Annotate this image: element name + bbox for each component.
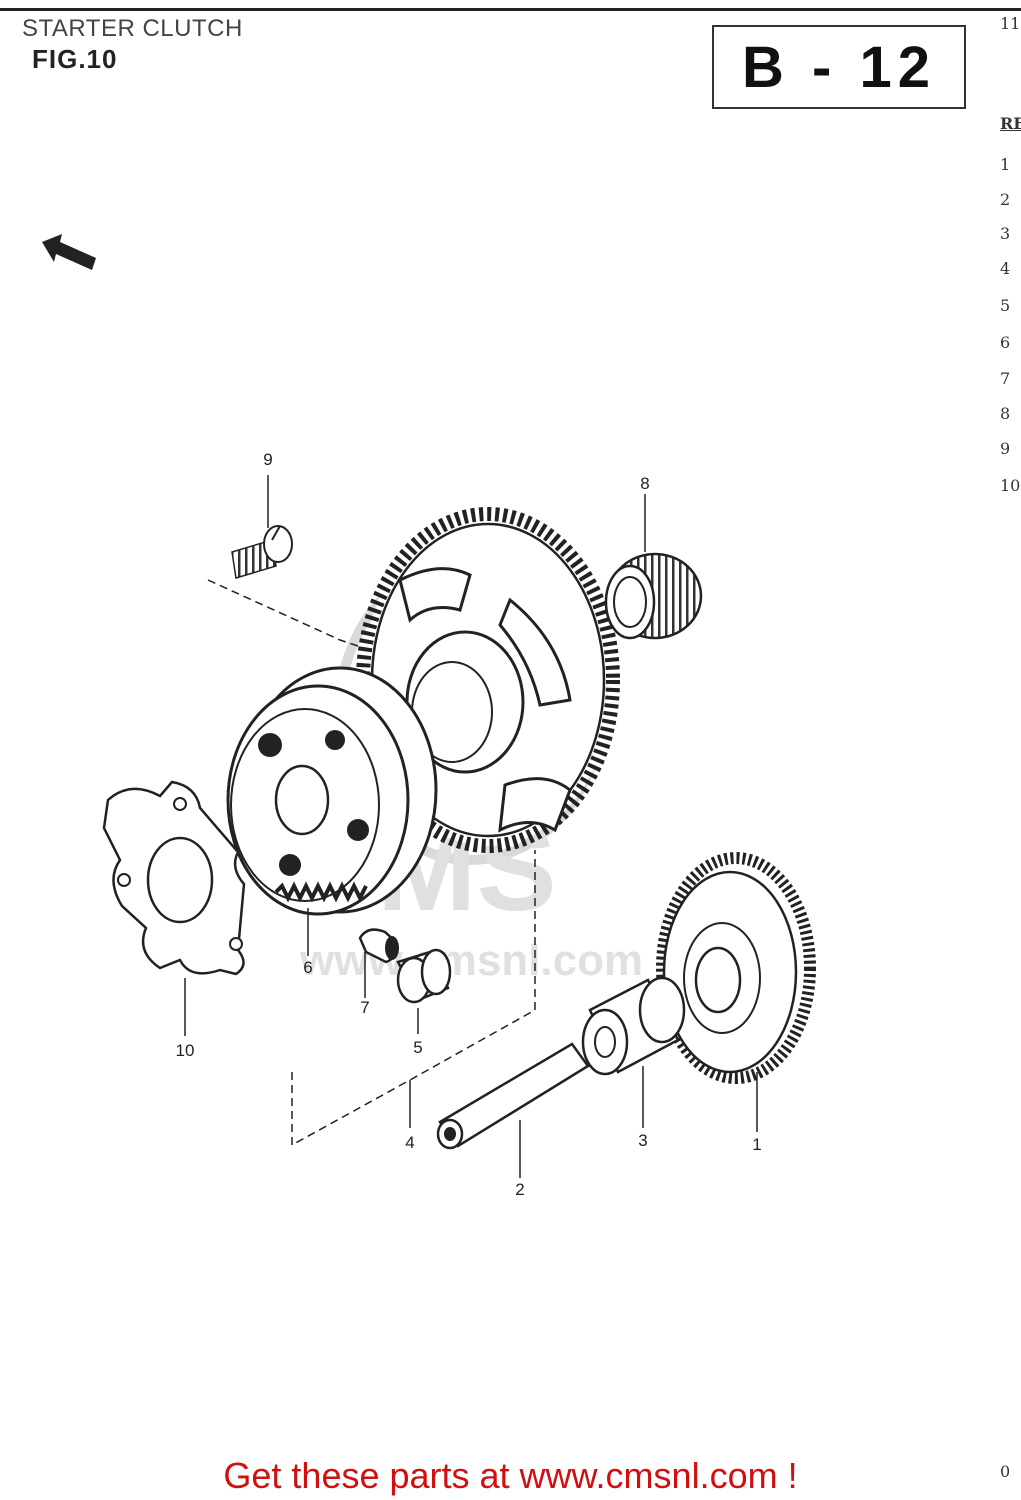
right-col-text: 2: [1000, 190, 1011, 209]
top-rule: [0, 8, 1021, 11]
right-col-text: 1: [1000, 155, 1011, 174]
callout-3: 3: [638, 1131, 648, 1150]
footer-promo-link[interactable]: Get these parts at www.cmsnl.com !: [223, 1455, 798, 1496]
right-col-text: 9: [1000, 439, 1011, 458]
right-col-text: 0: [1000, 1462, 1011, 1481]
section-code: B - 12: [742, 34, 936, 100]
right-col-text: 10: [1000, 476, 1021, 495]
callout-10: 10: [175, 1041, 195, 1060]
part-3-bushing: [581, 976, 686, 1076]
part-6-spring: [274, 881, 368, 903]
part-4-clutch-housing: [226, 666, 438, 916]
right-col-text: 3: [1000, 224, 1011, 243]
figure-number: FIG.10: [32, 44, 118, 74]
callout-8: 8: [640, 474, 650, 493]
callout-7: 7: [360, 998, 370, 1017]
front-arrow-icon: [42, 234, 96, 270]
part-2-shaft: [436, 1042, 590, 1150]
part-5-roller: [396, 948, 452, 1004]
callout-2: 2: [515, 1180, 525, 1199]
page-title: STARTER CLUTCH: [22, 15, 243, 42]
part-1-idle-gear: [656, 852, 816, 1084]
right-col-text: 7: [1000, 369, 1011, 388]
section-code-box: B - 12: [712, 25, 966, 109]
right-col-text: 4: [1000, 259, 1011, 278]
callout-5: 5: [413, 1038, 423, 1057]
part-10-center-hole: [146, 836, 214, 924]
right-col-text: 8: [1000, 404, 1011, 423]
callout-4: 4: [405, 1133, 415, 1152]
callout-9: 9: [263, 450, 273, 469]
right-col-text: 11: [1000, 14, 1021, 33]
callout-1: 1: [752, 1135, 762, 1154]
part-8-needle-bearing: [604, 552, 703, 640]
part-7-plunger: [358, 928, 399, 964]
svg-text:www.cmsnl.com: www.cmsnl.com: [299, 936, 643, 985]
part-9-bolt: [231, 525, 293, 579]
right-column-cutoff: 11 RE 1 2 3 4 5 6 7 8 9 10 0: [996, 0, 1021, 1500]
right-col-text: RE: [1000, 114, 1021, 133]
callout-6: 6: [303, 958, 313, 977]
right-col-text: 5: [1000, 296, 1011, 315]
right-col-text: 6: [1000, 333, 1011, 352]
